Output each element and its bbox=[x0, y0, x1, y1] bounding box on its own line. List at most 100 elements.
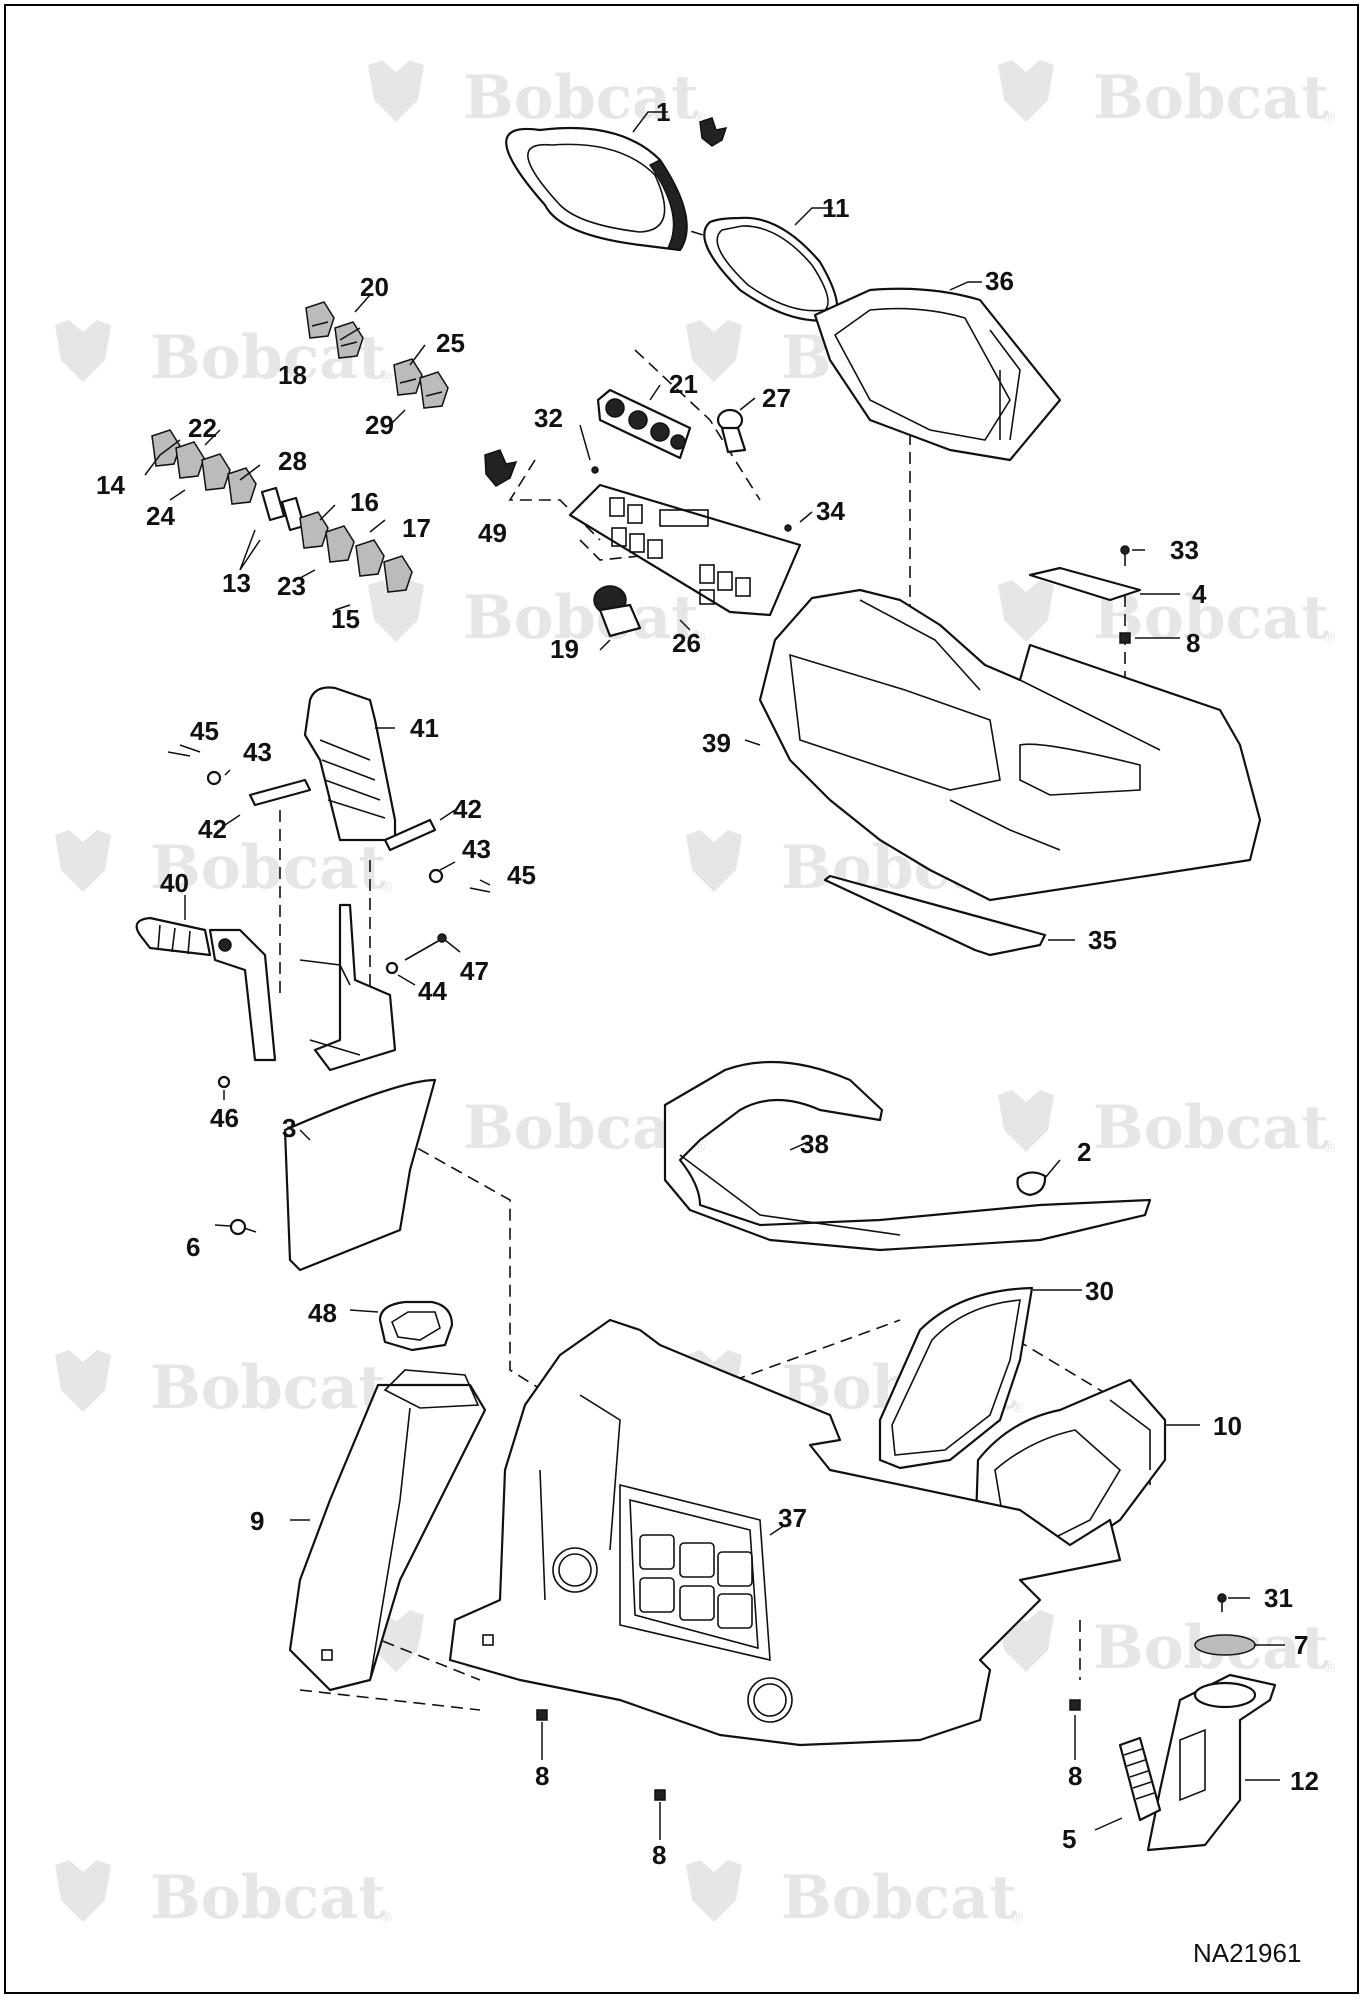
part-34-screw bbox=[784, 524, 792, 532]
part-38-bracket bbox=[663, 1060, 1152, 1252]
svg-text:®: ® bbox=[380, 880, 394, 896]
part-35-seal bbox=[823, 874, 1047, 957]
callout-23: 23 bbox=[277, 571, 306, 601]
part-47-screw bbox=[404, 933, 447, 961]
callout-24: 24 bbox=[146, 501, 175, 531]
svg-text:®: ® bbox=[693, 630, 707, 646]
callout-38: 38 bbox=[800, 1129, 829, 1159]
part-8-clip-upper bbox=[1119, 632, 1131, 644]
drawing-code: NA21961 bbox=[1193, 1938, 1301, 1968]
callout-32: 32 bbox=[534, 403, 563, 433]
callout-8-upper: 8 bbox=[1186, 628, 1200, 658]
part-12-vent-housing bbox=[1146, 1673, 1277, 1852]
part-36-gauge-housing bbox=[813, 287, 1062, 462]
svg-text:®: ® bbox=[1323, 630, 1337, 646]
part-8-clip-lower-left bbox=[536, 1709, 548, 1721]
callout-44: 44 bbox=[418, 976, 447, 1006]
callout-33: 33 bbox=[1170, 535, 1199, 565]
callout-36: 36 bbox=[985, 266, 1014, 296]
part-11-gasket bbox=[703, 216, 839, 322]
part-30-gasket bbox=[878, 1286, 1034, 1470]
part-5-vent-grille bbox=[1118, 1736, 1162, 1822]
part-9-column-cover bbox=[288, 1369, 487, 1692]
callout-16: 16 bbox=[350, 487, 379, 517]
svg-text:Bobcat: Bobcat bbox=[150, 833, 386, 903]
callout-43-lower: 43 bbox=[462, 834, 491, 864]
callout-11: 11 bbox=[822, 193, 850, 223]
callout-39: 39 bbox=[702, 728, 731, 758]
part-31-screw bbox=[1217, 1593, 1227, 1612]
callout-20: 20 bbox=[360, 272, 389, 302]
part-7-cap bbox=[1194, 1634, 1256, 1656]
part-2-grommet bbox=[1016, 1171, 1047, 1197]
part-4-cover bbox=[1028, 566, 1142, 602]
watermarks: Bobcat® Bobcat® Bobcat® Bobcat® Bobcat® … bbox=[55, 60, 1337, 1933]
callout-labels: 1 11 36 20 18 25 29 21 27 32 22 14 28 24… bbox=[96, 97, 1319, 1870]
svg-text:®: ® bbox=[1323, 110, 1337, 126]
callout-10: 10 bbox=[1213, 1411, 1242, 1441]
svg-text:®: ® bbox=[380, 1910, 394, 1926]
part-48-bezel bbox=[378, 1300, 454, 1352]
callout-8-lower-left: 8 bbox=[535, 1761, 549, 1791]
assembly-lines bbox=[279, 219, 1151, 1711]
callout-45-lower: 45 bbox=[507, 860, 536, 890]
part-6-screw bbox=[229, 1218, 257, 1236]
callout-14: 14 bbox=[96, 470, 125, 500]
callout-30: 30 bbox=[1085, 1276, 1114, 1306]
svg-text:®: ® bbox=[1011, 1910, 1025, 1926]
callout-4: 4 bbox=[1192, 579, 1207, 609]
callout-18: 18 bbox=[278, 360, 307, 390]
callout-17: 17 bbox=[402, 513, 431, 543]
callout-28: 28 bbox=[278, 446, 307, 476]
shift-bracket bbox=[299, 903, 397, 1072]
callout-35: 35 bbox=[1088, 925, 1117, 955]
callout-42-right: 42 bbox=[453, 794, 482, 824]
svg-text:®: ® bbox=[1323, 1660, 1337, 1676]
part-33-screw bbox=[1120, 545, 1130, 566]
svg-text:Bobcat: Bobcat bbox=[150, 1863, 386, 1933]
callout-12: 12 bbox=[1290, 1766, 1319, 1796]
svg-text:®: ® bbox=[380, 370, 394, 386]
callout-48: 48 bbox=[308, 1298, 337, 1328]
part-8-clip-lower-center bbox=[654, 1789, 666, 1801]
svg-text:Bobcat: Bobcat bbox=[150, 1353, 386, 1423]
callout-27: 27 bbox=[762, 383, 791, 413]
part-26-switch-plate bbox=[568, 483, 802, 617]
callout-47: 47 bbox=[460, 956, 489, 986]
part-21-button-panel bbox=[596, 388, 692, 460]
callout-29: 29 bbox=[365, 410, 394, 440]
callout-5: 5 bbox=[1062, 1824, 1076, 1854]
part-49-fastener bbox=[484, 449, 518, 487]
part-39-dash-housing bbox=[758, 588, 1262, 902]
callout-1: 1 bbox=[656, 97, 670, 127]
callout-31: 31 bbox=[1264, 1583, 1293, 1613]
svg-text:®: ® bbox=[1011, 1400, 1025, 1416]
callout-41: 41 bbox=[410, 713, 439, 743]
switch-knobs bbox=[151, 301, 449, 593]
svg-text:Bobcat: Bobcat bbox=[1093, 1093, 1329, 1163]
svg-text:Bobcat: Bobcat bbox=[1093, 583, 1329, 653]
part-19-key-switch bbox=[593, 585, 642, 638]
callout-8-right: 8 bbox=[1068, 1761, 1082, 1791]
callout-40: 40 bbox=[160, 868, 189, 898]
part-3-side-panel bbox=[283, 1078, 437, 1272]
part-27-connector bbox=[716, 408, 747, 454]
svg-text:Bobcat: Bobcat bbox=[463, 63, 699, 133]
callout-15: 15 bbox=[331, 604, 360, 634]
part-hardware-upper bbox=[167, 751, 491, 893]
part-1-fastener bbox=[699, 117, 728, 147]
callout-19: 19 bbox=[550, 634, 579, 664]
part-40-handle bbox=[135, 916, 277, 1062]
callout-26: 26 bbox=[672, 628, 701, 658]
part-46-screw bbox=[217, 1075, 231, 1089]
callout-7: 7 bbox=[1294, 1630, 1308, 1660]
callout-45-upper: 45 bbox=[190, 716, 219, 746]
callout-25: 25 bbox=[436, 328, 465, 358]
callout-49: 49 bbox=[478, 518, 507, 548]
part-41-cover bbox=[303, 686, 397, 842]
callout-8-lower-center: 8 bbox=[652, 1840, 666, 1870]
part-37-lower-dash bbox=[448, 1318, 1122, 1747]
svg-text:Bobcat: Bobcat bbox=[463, 583, 699, 653]
callout-3: 3 bbox=[282, 1113, 296, 1143]
callout-6: 6 bbox=[186, 1232, 200, 1262]
